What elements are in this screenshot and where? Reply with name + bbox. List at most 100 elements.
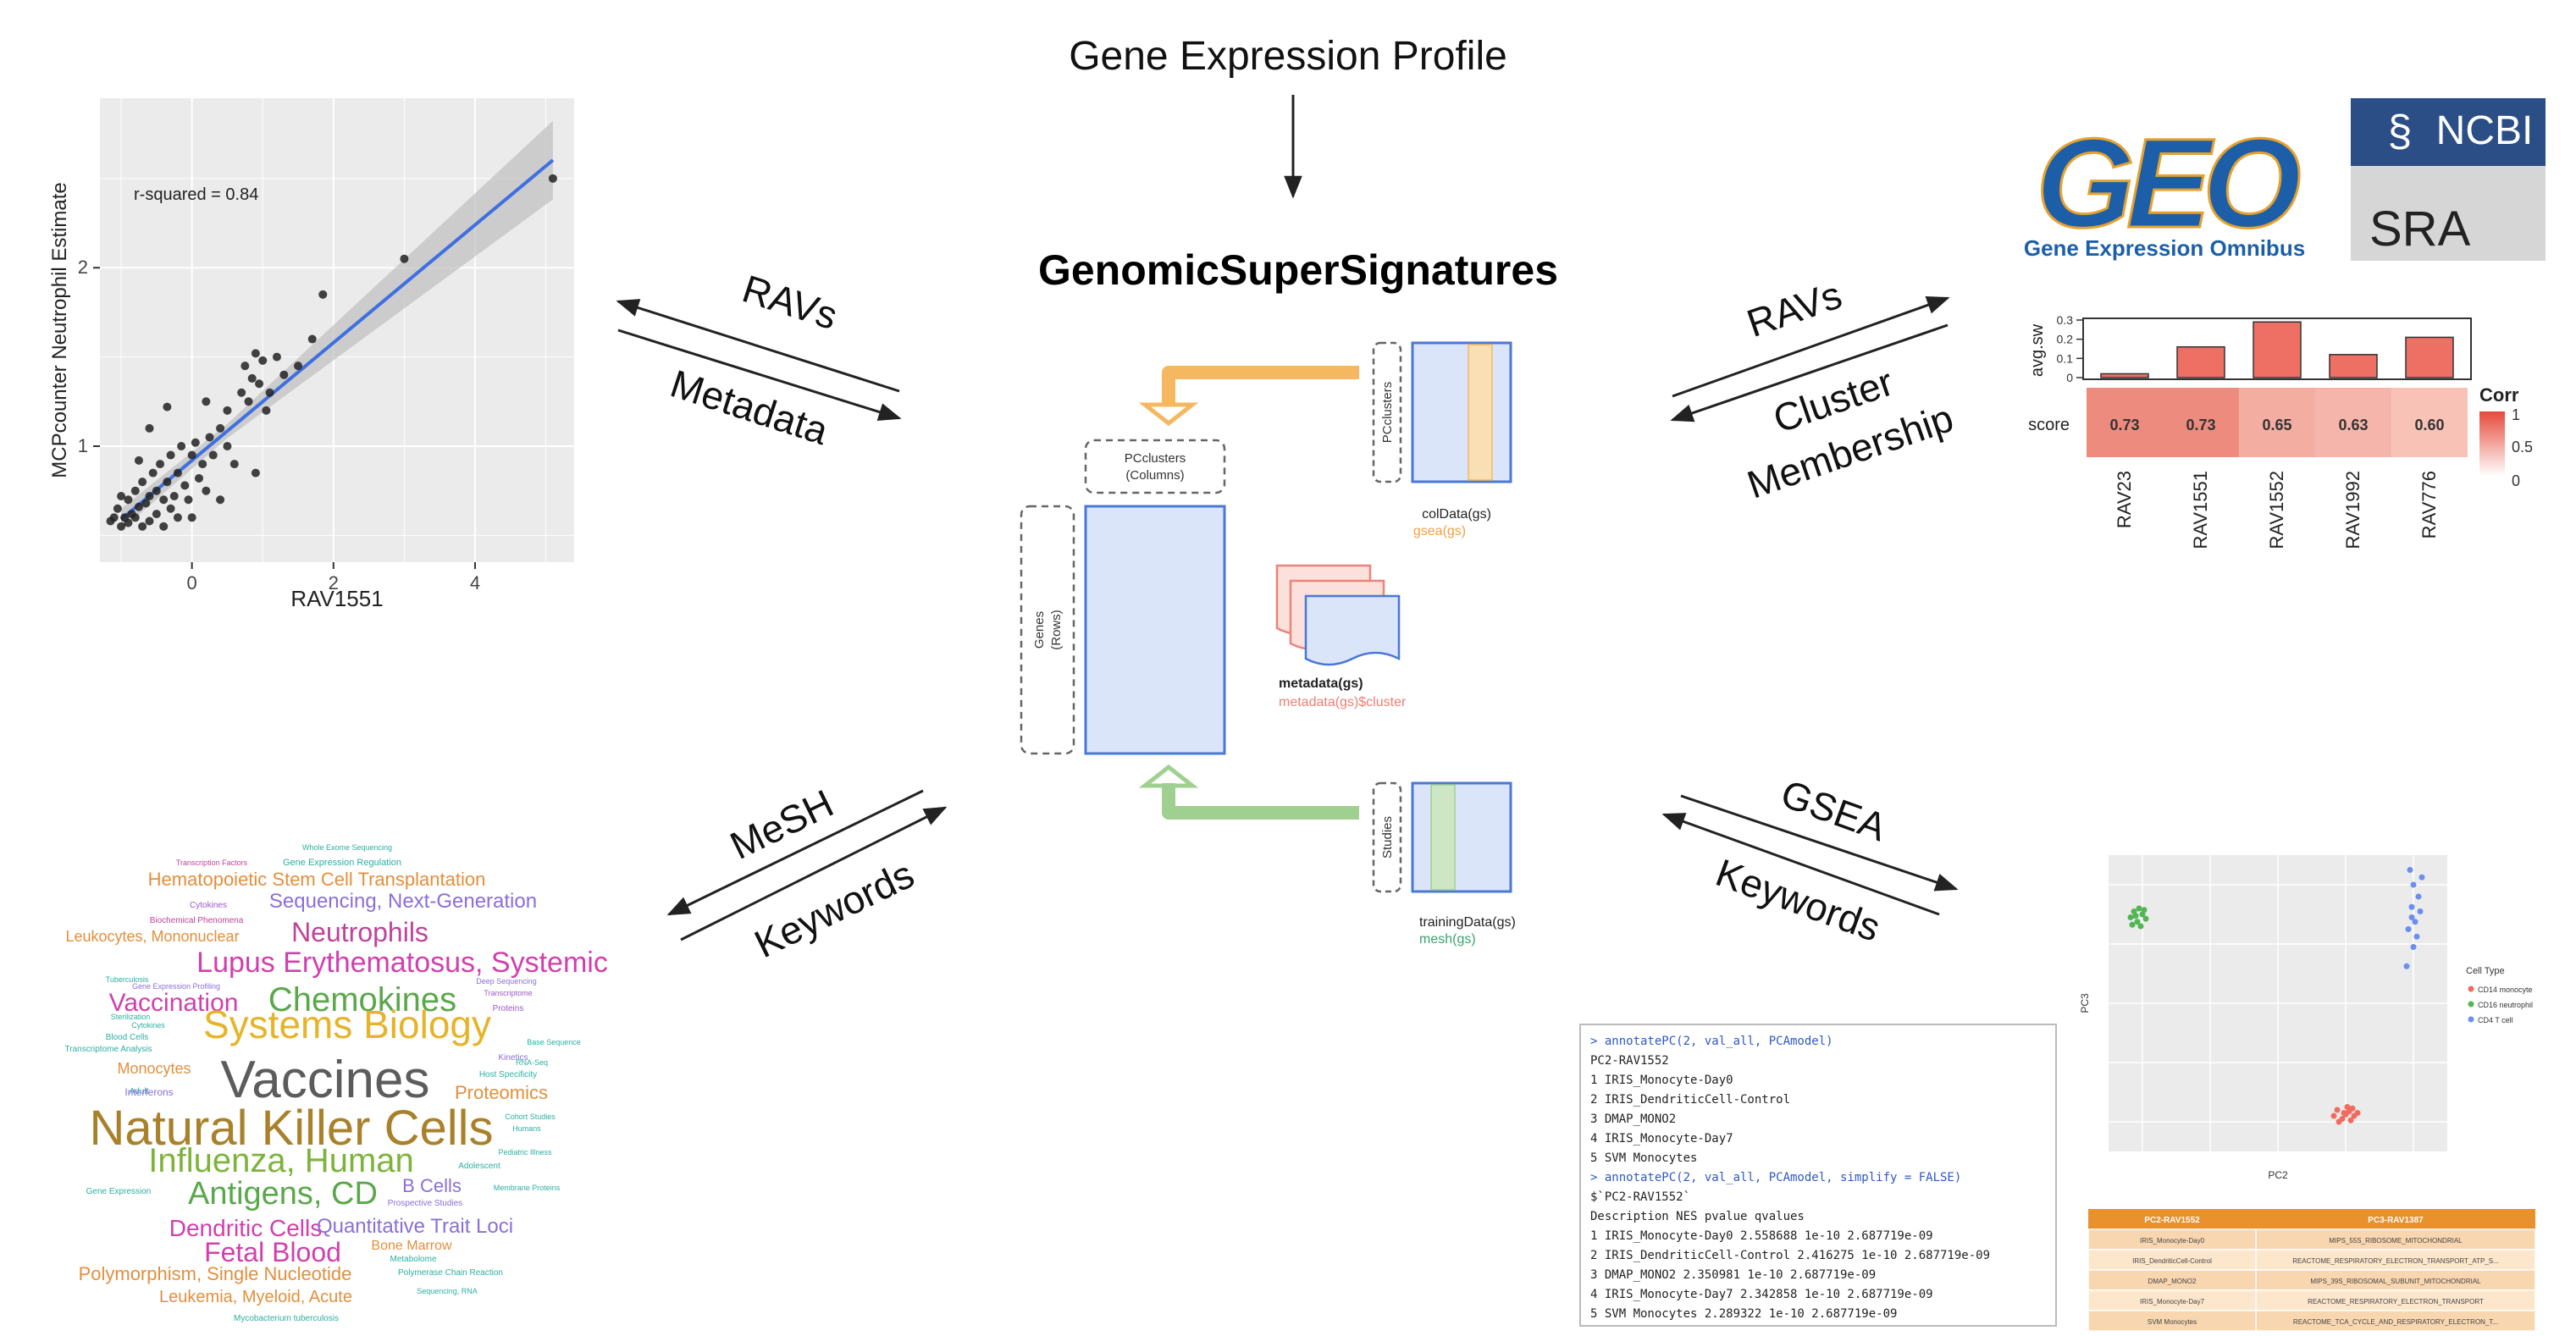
word-cloud-term: Monocytes — [117, 1060, 191, 1077]
pca-point — [2134, 919, 2141, 925]
scatter-point — [205, 433, 214, 442]
pca-point — [2417, 908, 2424, 914]
training-highlight-column — [1430, 784, 1456, 891]
heatmap-cell-value: 0.73 — [2186, 417, 2215, 433]
corr-legend: Corr 1 0.5 0 — [2479, 384, 2533, 489]
table-header-cell: PC3-RAV1387 — [2368, 1216, 2424, 1225]
scatter-point — [159, 495, 169, 505]
bar-y-tick-label: 0.1 — [2057, 351, 2074, 365]
metadata-cluster-label: metadata(gs)$cluster — [1279, 695, 1407, 709]
coldata-matrix — [1411, 341, 1512, 483]
scatter-point — [216, 423, 225, 433]
scatter-point — [223, 442, 232, 450]
input-label: Gene Expression Profile — [1069, 34, 1507, 79]
arrow-label-gsea: GSEA — [1776, 771, 1893, 850]
scatter-point — [223, 406, 232, 415]
pcclusters-columns-label: PCclusters — [1125, 451, 1186, 466]
corr-legend-bar — [2479, 411, 2505, 476]
coldata-flow-arrow — [1162, 366, 1359, 406]
arrow-label-metadata: Metadata — [666, 361, 834, 453]
genes-rows-sublabel: (Rows) — [1049, 610, 1064, 650]
word-cloud-term: Fetal Blood — [204, 1237, 341, 1267]
scatter-point — [124, 495, 133, 505]
pca-point — [2412, 919, 2418, 925]
word-cloud-term: Cytokines — [131, 1021, 165, 1030]
word-cloud-term: Host Specificity — [479, 1070, 537, 1079]
table-row — [2087, 1289, 2536, 1311]
console-line: PC2-RAV1552 — [1590, 1054, 1669, 1068]
heatmap-cell-value: 0.73 — [2109, 417, 2139, 433]
console-line: Description NES pvalue qvalues — [1590, 1210, 1805, 1223]
gsea-to-right-arrow — [1680, 794, 1959, 892]
arrow-label-ravs-right: RAVs — [1741, 273, 1847, 345]
scatter-point — [279, 370, 289, 379]
scatter-x-tick-label: 0 — [187, 572, 197, 593]
word-cloud-term: Blood Cells — [106, 1033, 149, 1042]
scatter-point — [202, 397, 211, 406]
scatter-point — [130, 486, 140, 495]
pca-point — [2139, 911, 2146, 918]
category-label: RAV776 — [2418, 471, 2440, 538]
pca-point — [2137, 923, 2144, 930]
scatter-point — [134, 502, 143, 511]
scatter-x-tick-label: 2 — [329, 572, 339, 593]
word-cloud-term: Pediatric Illness — [498, 1148, 552, 1157]
word-cloud-term: Gene Expression — [86, 1187, 152, 1196]
coldata-highlight-column — [1468, 344, 1493, 481]
word-cloud-term: Tuberculosis — [106, 975, 149, 984]
console-line: 5 SVM Monocytes 2.289322 1e-10 2.687719e… — [1590, 1307, 1897, 1321]
corr-legend-tick: 0 — [2512, 472, 2520, 489]
word-cloud-term: Whole Exome Sequencing — [302, 843, 392, 852]
word-cloud-term: Systems Biology — [203, 1002, 491, 1046]
pca-legend-swatch — [2468, 1016, 2474, 1023]
heatmap-cell — [2239, 388, 2315, 457]
word-cloud-term: Leukemia, Myeloid, Acute — [159, 1288, 352, 1306]
corr-legend-tick: 1 — [2512, 406, 2520, 423]
scatter-y-tick-label: 1 — [78, 435, 88, 456]
word-cloud-term: Cohort Studies — [505, 1112, 556, 1121]
ncbi-banner — [2351, 98, 2546, 166]
ncbi-text: NCBI — [2436, 108, 2534, 153]
scatter-annotation: r-squared = 0.84 — [134, 185, 258, 204]
scatter-point — [117, 522, 126, 531]
table-header-row — [2088, 1209, 2535, 1229]
console-line: 2 IRIS_DendriticCell-Control 2.416275 1e… — [1590, 1249, 1990, 1262]
scatter-point — [229, 460, 239, 469]
pca-point — [2407, 867, 2413, 873]
scatter-point — [187, 450, 196, 460]
table-cell: MIPS_39S_RIBOSOMAL_SUBUNIT_MITOCHONDRIAL — [2310, 1278, 2481, 1285]
pca-point — [2349, 1105, 2356, 1112]
word-cloud-term: Polymerase Chain Reaction — [398, 1268, 503, 1278]
cluster-membership-chart: 00.10.20.3 0.73RAV230.73RAV15510.65RAV15… — [2028, 313, 2533, 549]
pca-point — [2141, 907, 2148, 914]
console-line: > annotatePC(2, val_all, PCAmodel, simpl… — [1590, 1171, 1961, 1184]
heatmap-cell-value: 0.63 — [2338, 417, 2368, 433]
word-cloud-term: Transcription Factors — [176, 858, 248, 867]
scatter-point — [152, 510, 161, 519]
word-cloud-term: Base Sequence — [527, 1038, 581, 1046]
console-line: $`PC2-RAV1552` — [1590, 1190, 1690, 1204]
pca-legend-label: CD16 neutrophil — [2478, 1001, 2533, 1009]
pca-point — [2330, 1112, 2337, 1119]
word-cloud-term: Natural Killer Cells — [89, 1101, 493, 1156]
scatter-point — [173, 468, 182, 478]
ncbi-sra-logo: § NCBI SRA — [2351, 98, 2546, 261]
pca-point — [2347, 1117, 2354, 1123]
heatmap-cell — [2163, 388, 2239, 457]
sra-banner — [2351, 166, 2546, 261]
word-cloud-term: Prospective Studies — [388, 1199, 462, 1208]
scatter-point — [148, 468, 158, 478]
table-row — [2087, 1249, 2536, 1271]
word-cloud-term: Interferons — [124, 1086, 173, 1098]
scatter-point — [198, 460, 207, 469]
scatter-x-label: RAV1551 — [290, 586, 383, 611]
pca-y-label: PC3 — [2079, 993, 2091, 1013]
scatter-point — [117, 492, 126, 501]
word-cloud-term: Proteomics — [455, 1082, 548, 1103]
pca-x-label: PC2 — [2268, 1169, 2288, 1181]
word-cloud-term: Deep Sequencing — [476, 977, 537, 985]
scatter-point — [138, 522, 147, 531]
bar — [2329, 354, 2378, 378]
table-cell: IRIS_Monocyte-Day7 — [2140, 1298, 2205, 1306]
